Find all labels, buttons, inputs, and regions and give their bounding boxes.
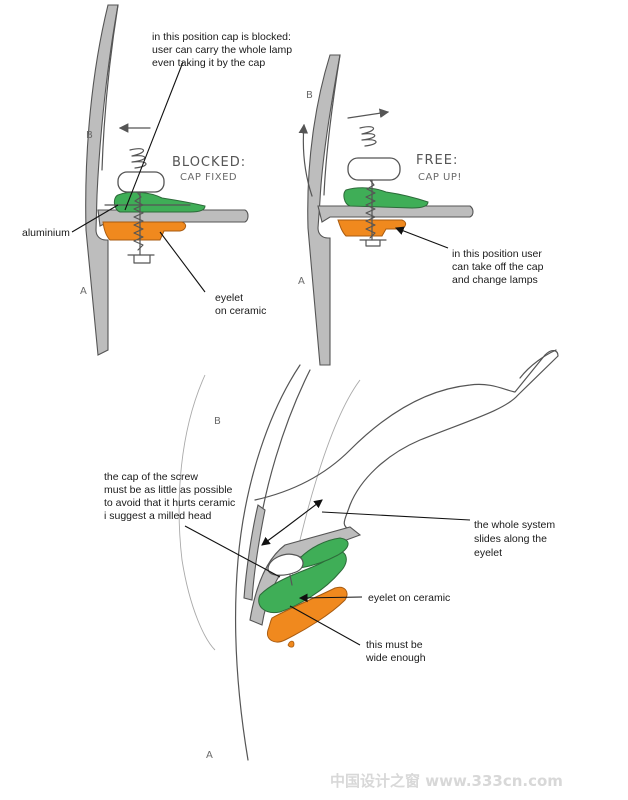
eyelet-ceramic-bottom-label: eyelet on ceramic xyxy=(368,592,450,604)
orange-eyelet-perspective xyxy=(266,586,348,643)
lamp-wall-blocked xyxy=(85,4,119,356)
blocked-hand-title: BLOCKED: xyxy=(172,155,246,170)
figure-perspective xyxy=(178,349,559,761)
free-hand-sub: CAP UP! xyxy=(418,172,462,183)
wide-enough-note: this must be wide enough xyxy=(365,639,426,664)
blocked-note: in this position cap is blocked: user ca… xyxy=(152,31,295,69)
side-a-label-3: A xyxy=(206,750,213,761)
cap-screw-note: the cap of the screw must be as little a… xyxy=(104,471,238,522)
side-b-label-1: B xyxy=(86,130,93,141)
green-cap-perspective xyxy=(258,550,347,614)
figure-free xyxy=(298,54,474,366)
spring-free xyxy=(359,126,377,147)
side-a-label-2: A xyxy=(298,276,305,287)
green-cap-free xyxy=(343,187,429,209)
lamp-wall-free xyxy=(307,54,341,366)
figure-blocked xyxy=(71,4,249,356)
side-b-label-2: B xyxy=(306,90,313,101)
annotations: in this position cap is blocked: user ca… xyxy=(22,31,558,664)
cap-body xyxy=(254,350,559,531)
screw-cap-perspective xyxy=(267,553,304,576)
eyelet-ceramic-top-label: eyelet on ceramic xyxy=(215,292,266,317)
free-hand-title: FREE: xyxy=(416,153,458,168)
screw-thread-free xyxy=(365,179,376,239)
side-b-label-3: B xyxy=(214,416,221,427)
watermark: 中国设计之窗 www.333cn.com xyxy=(330,772,563,790)
change-lamps-note: in this position user can take off the c… xyxy=(452,248,546,286)
screw-knob-blocked xyxy=(117,171,165,193)
spring-blocked xyxy=(129,148,147,169)
side-a-label-1: A xyxy=(80,286,87,297)
handwriting: BLOCKED: CAP FIXED FREE: CAP UP! B A B A… xyxy=(80,90,462,761)
aluminium-label: aluminium xyxy=(22,227,70,239)
orange-eyelet-blocked xyxy=(102,221,187,241)
screw-knob-free xyxy=(347,157,401,181)
whole-system-note: the whole system slides along the eyelet xyxy=(474,519,558,559)
screw-thread-blocked xyxy=(133,191,144,251)
flange-free xyxy=(317,205,474,223)
blocked-hand-sub: CAP FIXED xyxy=(180,172,237,183)
